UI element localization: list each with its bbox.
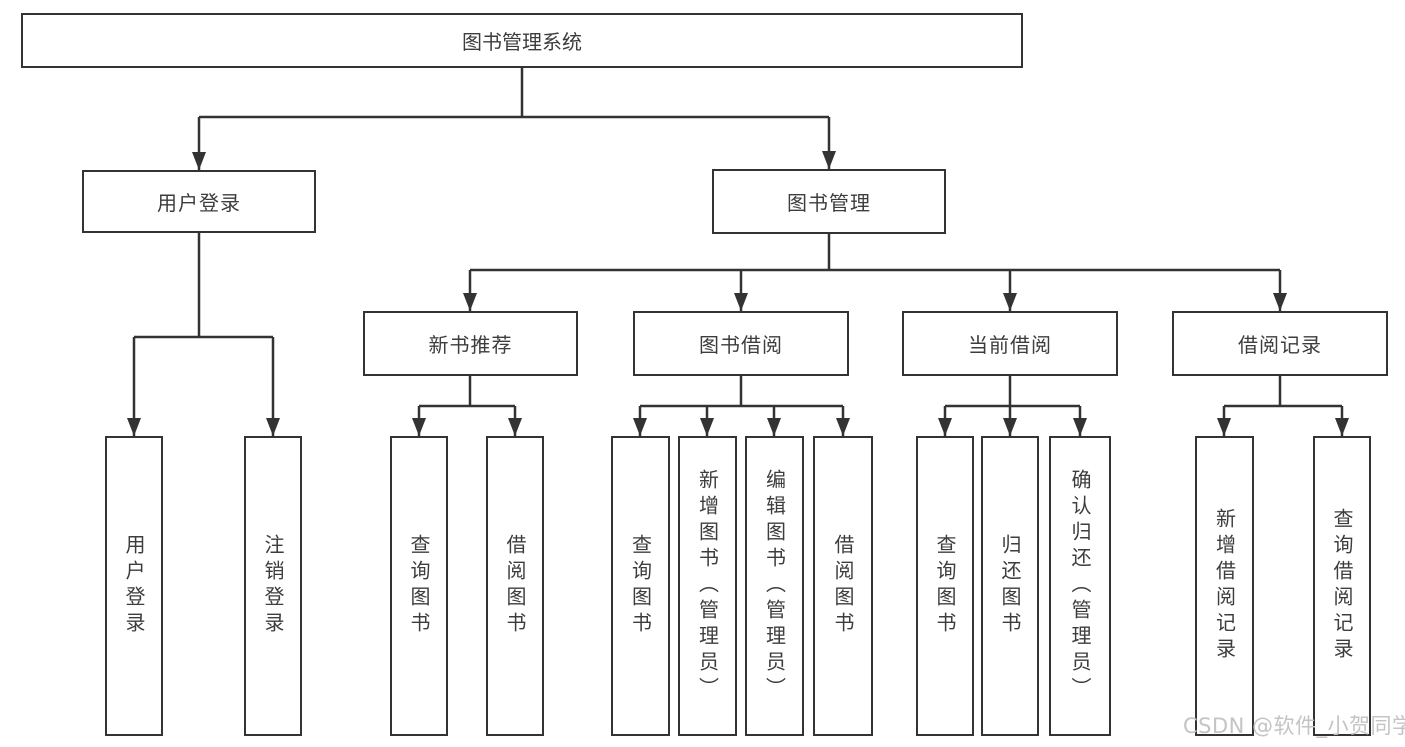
node-label: 用户登录 (157, 191, 241, 215)
leaf-label: 借阅图书 (503, 534, 527, 638)
node-label: 图书借阅 (699, 333, 783, 357)
leaf-borrow-books-newbook: 借阅图书 (486, 436, 544, 736)
node-label: 图书管理 (787, 191, 871, 215)
leaf-label: 查询图书 (628, 534, 653, 638)
leaf-label: 新增图书（管理员） (695, 469, 720, 703)
leaf-query-books-borrowing: 查询图书 (611, 436, 670, 736)
leaf-label: 查询图书 (933, 534, 957, 638)
leaf-label: 借阅图书 (831, 534, 855, 638)
leaf-add-borrow-record: 新增借阅记录 (1195, 436, 1254, 736)
leaf-confirm-return-admin: 确认归还（管理员） (1049, 436, 1111, 736)
node-book-management: 图书管理 (712, 169, 946, 234)
node-user-login: 用户登录 (82, 170, 316, 233)
leaf-query-books-current: 查询图书 (916, 436, 974, 736)
node-label: 当前借阅 (968, 333, 1052, 357)
node-label: 新书推荐 (428, 333, 513, 357)
connector-trunk-lines (134, 68, 1342, 408)
leaf-query-books-newbook: 查询图书 (390, 436, 448, 736)
leaf-add-books-admin: 新增图书（管理员） (678, 436, 737, 736)
leaf-label: 用户登录 (122, 534, 146, 638)
leaf-label: 注销登录 (261, 534, 285, 638)
leaf-label: 查询借阅记录 (1330, 508, 1354, 664)
connector-arrow-stems (127, 117, 1349, 436)
leaf-label: 归还图书 (998, 534, 1022, 638)
leaf-borrow-books-borrowing: 借阅图书 (813, 436, 873, 736)
leaf-label: 编辑图书（管理员） (762, 469, 787, 703)
leaf-logout: 注销登录 (244, 436, 302, 736)
node-book-borrowing: 图书借阅 (633, 311, 849, 376)
leaf-label: 新增借阅记录 (1212, 508, 1237, 664)
leaf-label: 查询图书 (407, 534, 431, 638)
leaf-query-borrow-record: 查询借阅记录 (1313, 436, 1371, 736)
node-library-management-system: 图书管理系统 (21, 13, 1023, 68)
node-new-book-recommendation: 新书推荐 (363, 311, 578, 376)
watermark: CSDN @软件_小贺同学 (1183, 714, 1405, 738)
node-current-borrowing: 当前借阅 (902, 311, 1118, 376)
node-borrowing-records: 借阅记录 (1172, 311, 1388, 376)
leaf-edit-books-admin: 编辑图书（管理员） (745, 436, 804, 736)
node-label: 借阅记录 (1238, 333, 1322, 357)
leaf-return-books: 归还图书 (981, 436, 1039, 736)
node-label: 图书管理系统 (462, 30, 582, 54)
leaf-user-login: 用户登录 (105, 436, 163, 736)
leaf-label: 确认归还（管理员） (1068, 469, 1092, 703)
